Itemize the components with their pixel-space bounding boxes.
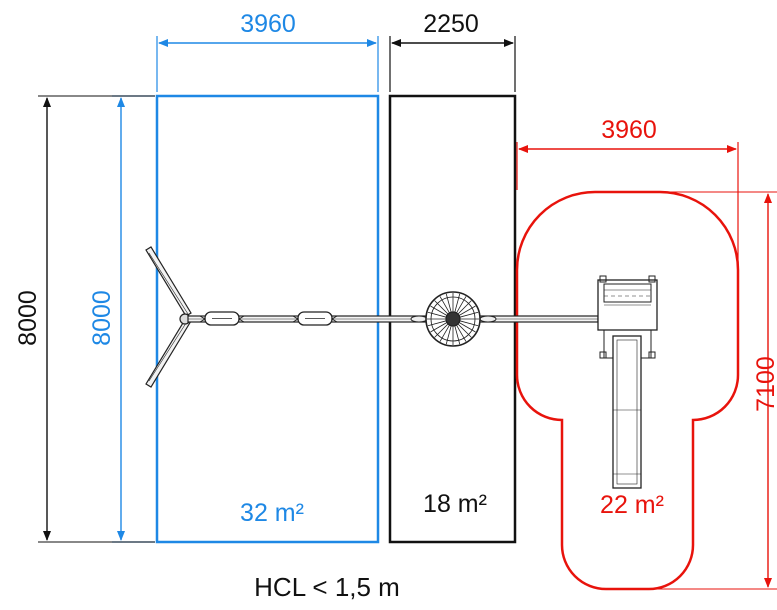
blue-zone-height-label: 8000	[88, 290, 116, 346]
nest-swing-spoke	[457, 300, 472, 315]
nest-swing-spoke	[430, 305, 448, 316]
blue-safety-zone	[112, 36, 380, 544]
nest-swing-spoke	[454, 325, 461, 345]
nest-swing-spoke	[445, 325, 452, 345]
nest-swing-spoke	[456, 324, 467, 342]
equipment-top-view	[145, 246, 658, 489]
nest-swing-spoke	[434, 323, 449, 338]
hcl-label: HCL < 1,5 m	[254, 572, 400, 602]
red-zone-width-label: 3960	[601, 116, 657, 144]
red-zone-area-label: 22 m²	[600, 491, 664, 519]
nest-swing-spoke	[457, 323, 472, 338]
red-zone-height-label: 7100	[752, 356, 777, 412]
nest-swing-spoke	[454, 293, 461, 313]
blue-zone-width-label: 3960	[240, 10, 296, 38]
nest-swing-spoke	[459, 320, 479, 327]
nest-swing-spoke	[427, 320, 447, 327]
black-safety-zone	[388, 36, 517, 544]
black-zone-area-label: 18 m²	[423, 490, 487, 518]
black-zone-width-label: 2250	[423, 10, 479, 38]
nest-swing-spoke	[427, 311, 447, 318]
nest-swing-spoke	[430, 322, 448, 333]
overall-height-dimension	[38, 95, 155, 543]
overall-height-label: 8000	[14, 290, 42, 346]
red-safety-zone	[515, 142, 777, 591]
nest-swing-spoke	[445, 293, 452, 313]
blue-zone-area-label: 32 m²	[240, 499, 304, 527]
nest-swing-spoke	[456, 296, 467, 314]
nest-swing-spoke	[439, 296, 450, 314]
nest-swing-spoke	[458, 322, 476, 333]
nest-swing-spoke	[434, 300, 449, 315]
nest-swing-spoke	[458, 305, 476, 316]
nest-swing-spoke	[439, 324, 450, 342]
nest-swing-spoke	[459, 311, 479, 318]
